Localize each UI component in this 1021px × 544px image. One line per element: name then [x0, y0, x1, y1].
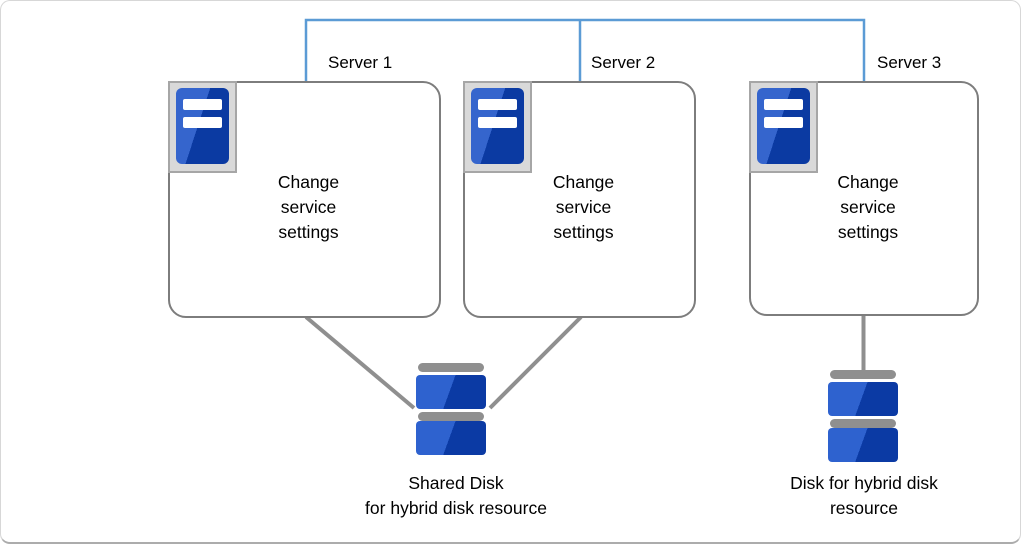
server-icon	[749, 81, 818, 173]
disk-platter	[416, 421, 486, 455]
disk-bar	[418, 412, 484, 421]
server-2-label: Server 2	[591, 53, 656, 72]
shared-disk-label: Shared Disk for hybrid disk resource	[306, 471, 606, 521]
server-icon-slot	[183, 117, 222, 128]
server-3-label: Server 3	[877, 53, 942, 72]
server-icon-body	[471, 88, 524, 164]
server-icon-body	[757, 88, 810, 164]
hybrid-disk-icon	[828, 370, 898, 462]
hybrid-disk-label-line2: resource	[829, 498, 899, 518]
disk-bar	[418, 363, 484, 372]
disk-platter	[416, 375, 486, 409]
disk-bar	[830, 419, 896, 428]
shared-disk-label-line1: Shared Disk	[408, 473, 504, 493]
hybrid-disk-label: Disk for hybrid disk resource	[764, 471, 964, 521]
server-3-box: Change service settings	[749, 81, 979, 316]
hybrid-disk-label-line1: Disk for hybrid disk	[790, 473, 938, 493]
server-icon-slot	[478, 99, 517, 110]
server-1-box: Change service settings	[168, 81, 441, 318]
server2-shared-disk-link	[488, 315, 583, 410]
server-icon	[168, 81, 237, 173]
server-1-label: Server 1	[328, 53, 393, 72]
disk-platter	[828, 382, 898, 416]
disk-bar	[830, 370, 896, 379]
server-icon	[463, 81, 532, 173]
server-icon-slot	[183, 99, 222, 110]
server-icon-slot	[764, 117, 803, 128]
server-1-action-text: Change service settings	[277, 172, 340, 242]
server-3-action-text: Change service settings	[837, 172, 899, 242]
disk-platter	[828, 428, 898, 462]
shared-disk-label-line2: for hybrid disk resource	[365, 498, 547, 518]
server1-shared-disk-link	[304, 315, 416, 410]
server-2-action-text: Change service settings	[552, 172, 615, 242]
shared-disk-icon	[416, 363, 486, 455]
network-line	[304, 18, 866, 81]
server-2-box: Change service settings	[463, 81, 696, 318]
server-icon-slot	[478, 117, 517, 128]
server-icon-slot	[764, 99, 803, 110]
server-icon-body	[176, 88, 229, 164]
